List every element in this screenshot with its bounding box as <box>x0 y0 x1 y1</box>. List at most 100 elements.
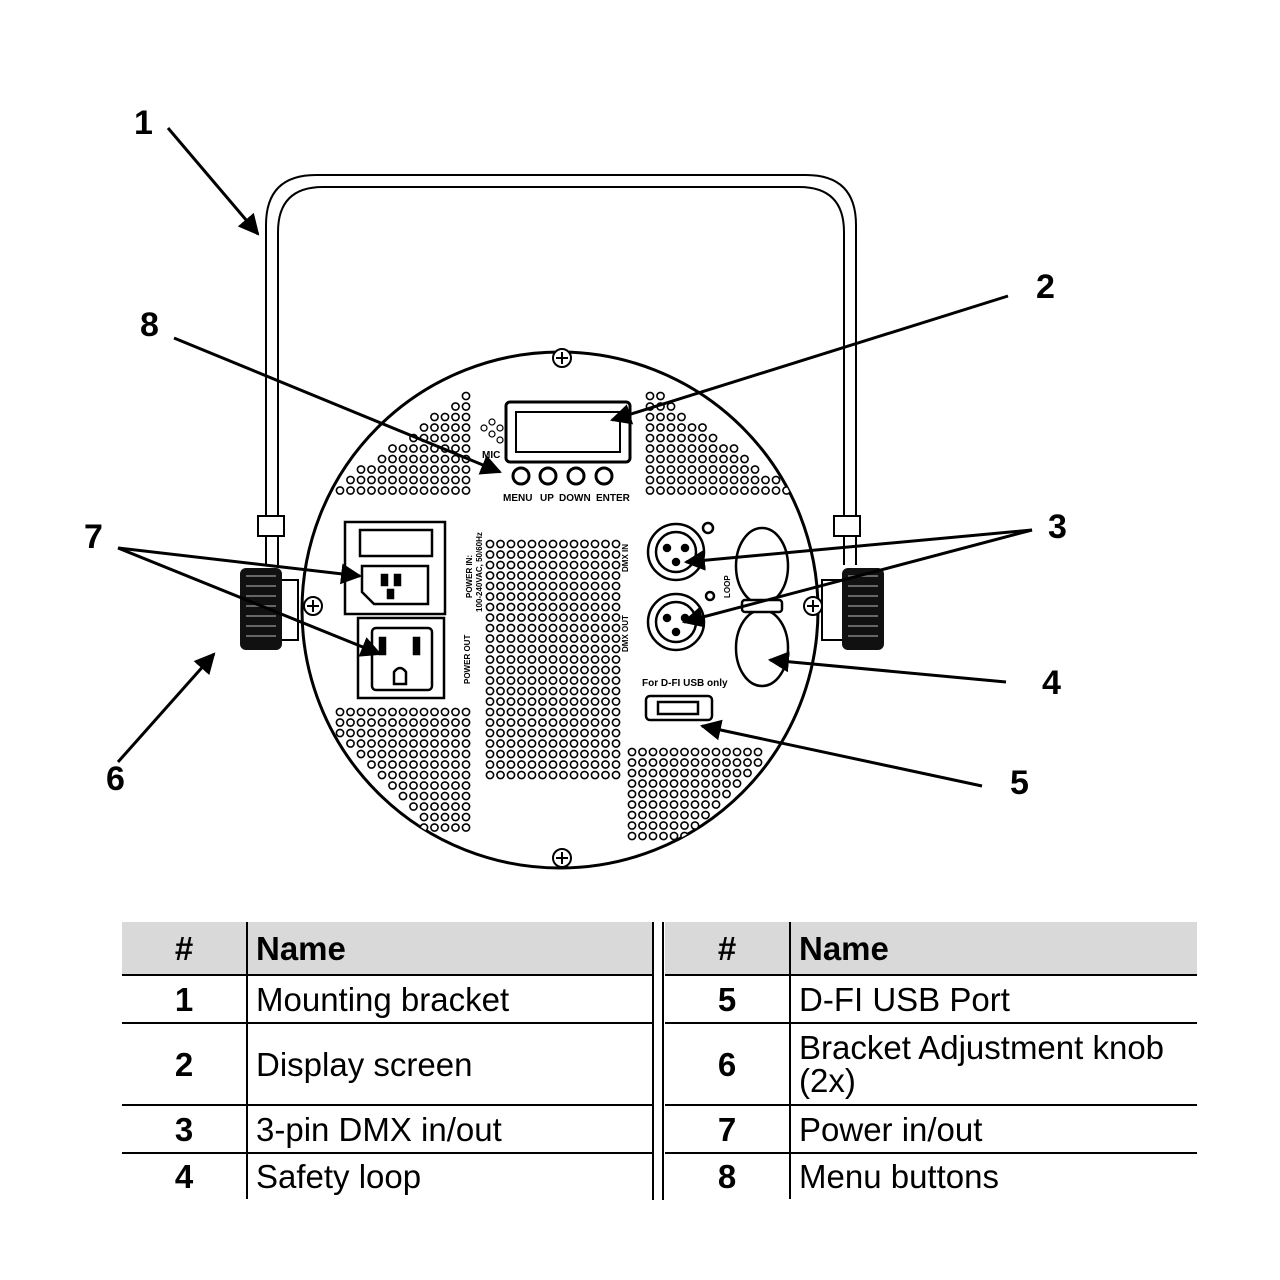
callout-4: 4 <box>1042 664 1061 702</box>
menu-button-label: MENU <box>503 493 532 504</box>
vent-hole <box>656 423 665 432</box>
vent-hole <box>346 728 355 738</box>
vent-hole <box>506 550 516 559</box>
vent-hole <box>496 665 505 675</box>
vent-hole <box>430 791 439 801</box>
vent-hole <box>690 747 700 757</box>
vent-hole <box>580 707 589 717</box>
vent-hole <box>398 486 408 495</box>
vent-hole <box>711 768 721 778</box>
vent-hole <box>701 800 710 809</box>
vent-hole <box>485 602 495 612</box>
vent-hole <box>611 592 621 601</box>
vent-hole <box>611 571 621 580</box>
vent-hole <box>698 454 707 464</box>
vent-hole <box>506 602 516 612</box>
vent-hole <box>398 760 408 769</box>
vent-hole <box>569 676 579 685</box>
legend-name: Mounting bracket <box>247 975 654 1024</box>
legend-header-name: Name <box>247 922 654 976</box>
vent-hole <box>451 412 460 422</box>
vent-hole <box>538 770 547 780</box>
vent-hole <box>517 655 526 664</box>
vent-hole <box>687 423 697 432</box>
vent-hole <box>548 739 558 748</box>
vent-hole <box>659 789 668 799</box>
vent-hole <box>656 444 665 453</box>
mic-label: MIC <box>482 450 500 461</box>
vent-hole <box>367 760 376 769</box>
vent-hole <box>506 770 516 780</box>
vent-hole <box>656 486 665 495</box>
vent-hole <box>527 571 537 580</box>
vent-hole <box>627 831 637 841</box>
vent-hole <box>388 454 397 464</box>
vent-hole <box>506 560 516 570</box>
legend-name: Display screen <box>247 1023 654 1106</box>
vent-hole <box>388 781 397 790</box>
vent-hole <box>409 791 418 801</box>
vent-hole <box>743 747 752 757</box>
vent-hole <box>659 821 668 830</box>
vent-hole <box>559 676 568 685</box>
vent-hole <box>388 749 397 759</box>
vent-hole <box>559 760 568 769</box>
vent-hole <box>430 739 439 748</box>
vent-hole <box>708 433 718 443</box>
vent-hole <box>638 768 647 778</box>
vent-hole <box>569 728 579 738</box>
legend-table-right: # Name 5 D-FI USB Port 6 Bracket Adjustm… <box>665 922 1197 1199</box>
vent-hole <box>440 770 450 780</box>
dmx-in-label: DMX IN <box>621 544 630 572</box>
table-row: 3 3-pin DMX in/out <box>122 1105 654 1154</box>
legend-name: Menu buttons <box>799 1158 999 1195</box>
vent-hole <box>485 697 495 706</box>
vent-hole <box>771 475 781 485</box>
vent-hole <box>601 707 610 717</box>
vent-hole <box>485 613 495 622</box>
vent-hole <box>485 739 495 748</box>
vent-hole <box>367 475 376 485</box>
vent-hole <box>601 623 610 633</box>
vent-hole <box>569 770 579 780</box>
vent-hole <box>409 770 418 780</box>
vent-hole <box>377 718 387 727</box>
vent-hole <box>346 475 355 485</box>
vent-hole <box>419 423 429 432</box>
vent-hole <box>569 739 579 748</box>
vent-hole <box>680 821 689 830</box>
vent-hole <box>548 560 558 570</box>
vent-hole <box>569 539 579 549</box>
vent-hole <box>677 412 686 422</box>
vent-hole <box>367 707 376 717</box>
vent-hole <box>461 749 471 759</box>
vent-hole <box>517 728 526 738</box>
vent-hole <box>517 539 526 549</box>
vent-hole <box>548 592 558 601</box>
vent-hole <box>548 613 558 622</box>
vent-hole <box>430 781 439 790</box>
vent-hole <box>451 728 460 738</box>
vent-hole <box>590 560 600 570</box>
vent-hole <box>732 779 742 788</box>
vent-hole <box>645 454 655 464</box>
vent-hole <box>648 758 658 767</box>
vent-hole <box>506 707 516 717</box>
vent-hole <box>569 665 579 675</box>
vent-hole <box>527 581 537 591</box>
vent-hole <box>611 655 621 664</box>
vent-hole <box>367 728 376 738</box>
vent-hole <box>496 686 505 696</box>
vent-hole <box>527 697 537 706</box>
vent-hole <box>590 686 600 696</box>
vent-hole <box>538 676 547 685</box>
vent-hole <box>451 475 460 485</box>
vent-hole <box>590 718 600 727</box>
vent-hole <box>451 444 460 453</box>
vent-hole <box>590 581 600 591</box>
legend-num: 2 <box>122 1023 248 1106</box>
legend-num: 4 <box>122 1153 248 1199</box>
vent-hole <box>732 747 742 757</box>
vent-hole <box>451 802 460 811</box>
vent-hole <box>548 634 558 643</box>
